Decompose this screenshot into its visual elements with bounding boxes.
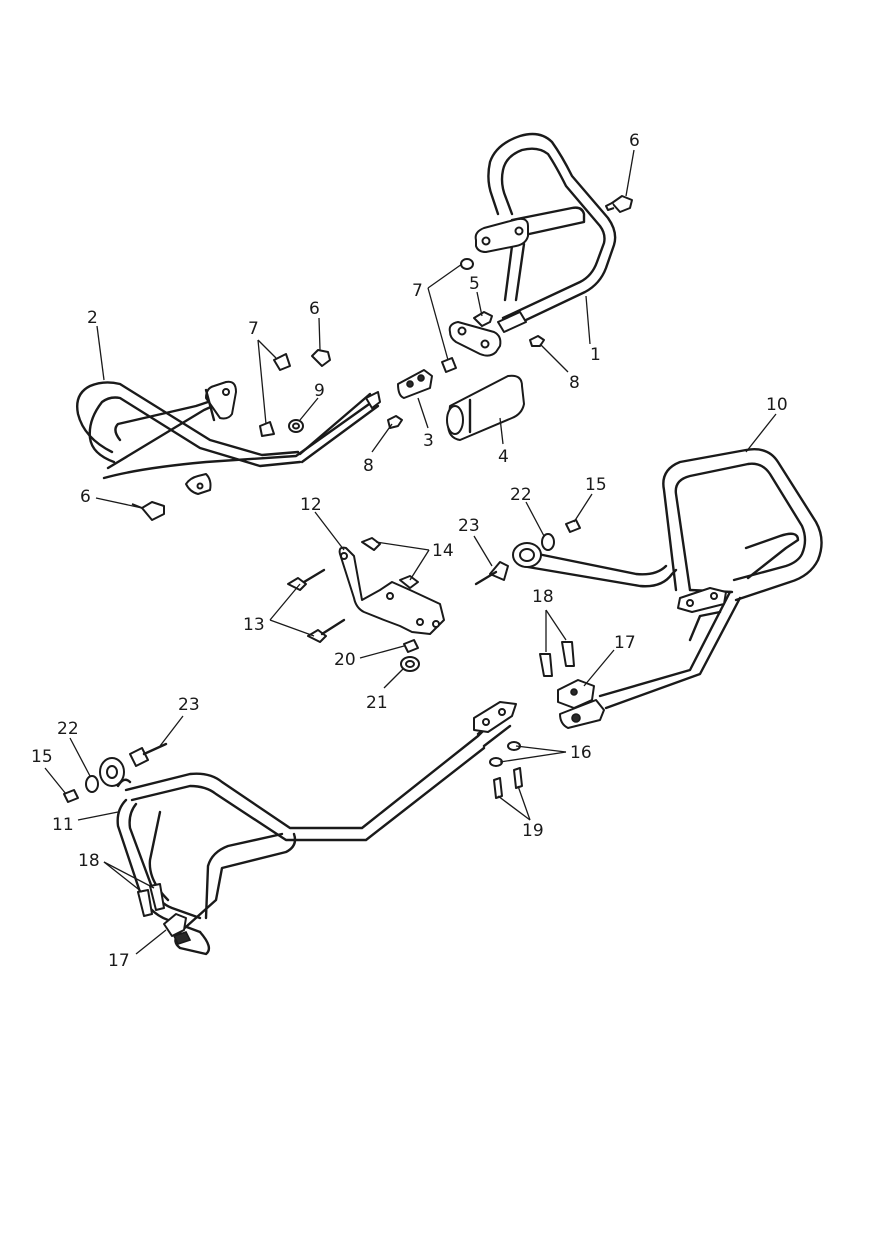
callout-15a: 15 — [585, 475, 607, 495]
callout-1: 1 — [590, 345, 601, 365]
callout-7a: 7 — [248, 319, 259, 339]
callout-18a: 18 — [532, 587, 554, 607]
callout-22a: 22 — [510, 485, 532, 505]
callout-16: 16 — [570, 743, 592, 763]
callout-13: 13 — [243, 615, 265, 635]
callout-12: 12 — [300, 495, 322, 515]
right-hardware — [474, 519, 595, 799]
leader-lines — [44, 149, 777, 955]
callout-23b: 23 — [178, 695, 200, 715]
callout-8a: 8 — [363, 456, 374, 476]
callout-20: 20 — [334, 650, 356, 670]
crash-bar-part-1 — [448, 132, 617, 357]
callout-7b: 7 — [412, 281, 423, 301]
callout-23a: 23 — [458, 516, 480, 536]
callout-17b: 17 — [108, 951, 130, 971]
left-hardware — [63, 742, 168, 917]
callout-22b: 22 — [57, 719, 79, 739]
callout-15b: 15 — [31, 747, 53, 767]
upper-hardware — [131, 195, 633, 521]
callout-2: 2 — [87, 308, 98, 328]
callout-14: 14 — [432, 541, 454, 561]
callout-8b: 8 — [569, 373, 580, 393]
callout-19: 19 — [522, 821, 544, 841]
crash-bar-part-11 — [99, 701, 517, 956]
callout-6a: 6 — [629, 131, 640, 151]
callout-labels: 1 2 3 4 5 6 6 6 7 7 8 8 9 10 11 12 13 14… — [31, 131, 788, 971]
callout-11: 11 — [52, 815, 74, 835]
callout-17a: 17 — [614, 633, 636, 653]
crash-bar-part-10 — [512, 448, 823, 729]
callout-10: 10 — [766, 395, 788, 415]
crash-bar-part-2 — [76, 380, 381, 495]
callout-4: 4 — [498, 447, 509, 467]
callout-18b: 18 — [78, 851, 100, 871]
callout-9: 9 — [314, 381, 325, 401]
callout-21: 21 — [366, 693, 388, 713]
callout-6b: 6 — [309, 299, 320, 319]
callout-5: 5 — [469, 274, 480, 294]
callout-3: 3 — [423, 431, 434, 451]
bracket-part-12 — [287, 537, 445, 672]
callout-6c: 6 — [80, 487, 91, 507]
